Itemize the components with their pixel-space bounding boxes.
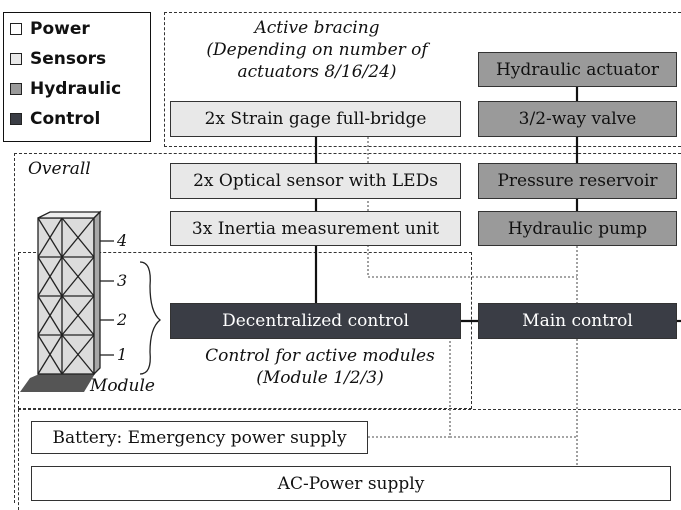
legend-control-swatch	[10, 113, 22, 125]
overall-region	[14, 153, 681, 503]
legend-control-label: Control	[30, 109, 101, 129]
module-tick-3: 3	[117, 271, 128, 290]
legend-sensors-swatch	[10, 53, 22, 65]
module-tower-icon	[20, 210, 162, 392]
main-control-box: Main control	[478, 303, 677, 339]
strain-gage-box: 2x Strain gage full-bridge	[170, 101, 461, 137]
hydraulic-pump-box: Hydraulic pump	[478, 211, 677, 246]
pressure-reservoir-box: Pressure reservoir	[478, 163, 677, 199]
module-label: Module	[90, 376, 155, 396]
dotted-power-sensors	[367, 137, 577, 278]
active-bracing-region	[164, 12, 681, 147]
legend-sensors: Sensors	[10, 49, 106, 69]
overall-label: Overall	[28, 159, 91, 179]
legend-power-label: Power	[30, 19, 90, 39]
control-active-region	[18, 252, 472, 409]
ac-power-box: AC-Power supply	[31, 466, 671, 501]
power-region	[18, 409, 681, 510]
valve-box: 3/2-way valve	[478, 101, 677, 137]
module-tick-4: 4	[117, 231, 128, 250]
legend-hydraulic-label: Hydraulic	[30, 79, 122, 99]
active-bracing-label: Active bracing (Depending on number of a…	[206, 18, 428, 82]
legend-hydraulic: Hydraulic	[10, 79, 121, 99]
module-tick-1: 1	[117, 345, 128, 364]
battery-box: Battery: Emergency power supply	[31, 421, 368, 454]
legend: Power Sensors Hydraulic Control	[3, 12, 151, 142]
legend-control: Control	[10, 109, 100, 129]
legend-power-swatch	[10, 23, 22, 35]
decentralized-control-box: Decentralized control	[170, 303, 461, 339]
legend-power: Power	[10, 19, 90, 39]
legend-sensors-label: Sensors	[30, 49, 107, 69]
control-active-label: Control for active modules (Module 1/2/3…	[205, 346, 435, 388]
imu-box: 3x Inertia measurement unit	[170, 211, 461, 246]
hydraulic-actuator-box: Hydraulic actuator	[478, 52, 677, 87]
module-tick-2: 2	[117, 310, 128, 329]
legend-hydraulic-swatch	[10, 83, 22, 95]
optical-sensor-box: 2x Optical sensor with LEDs	[170, 163, 461, 199]
